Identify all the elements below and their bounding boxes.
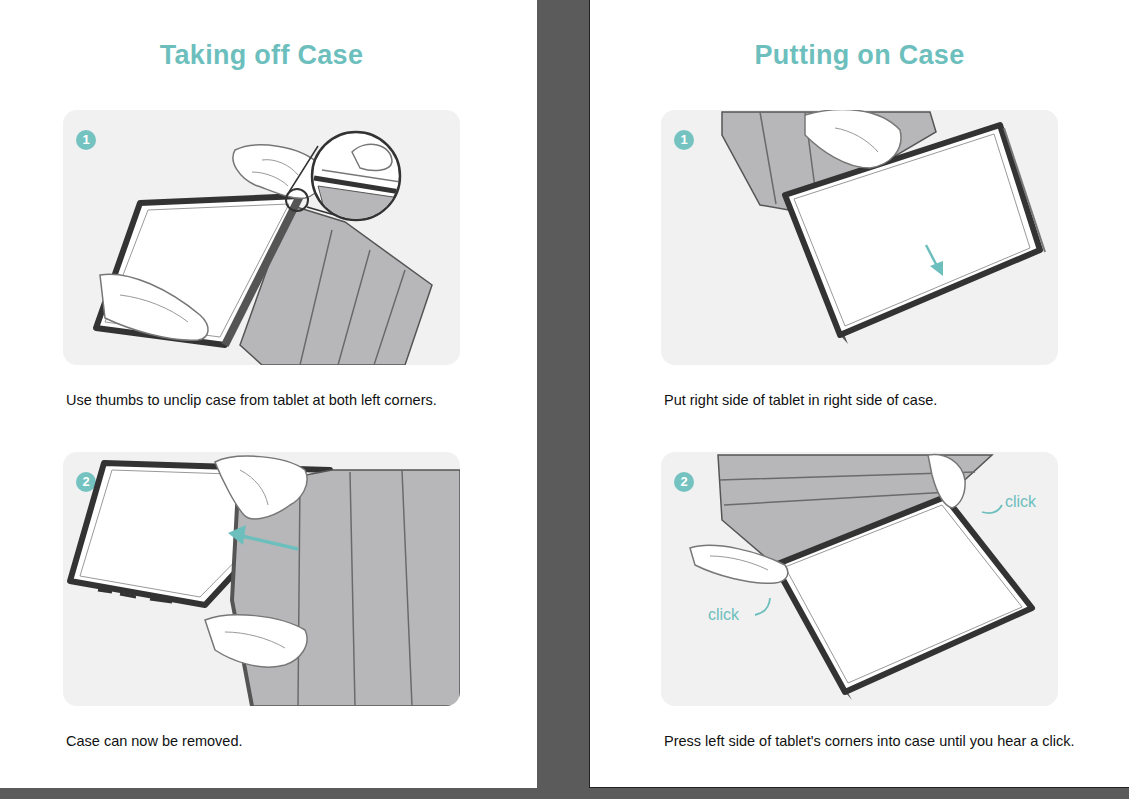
tablet-frame xyxy=(775,497,1032,692)
direction-arrow xyxy=(242,536,298,549)
leader-line xyxy=(289,146,352,220)
manual-page: Taking off CaseUse thumbs to unclip case… xyxy=(0,0,537,788)
tablet-port xyxy=(98,590,172,602)
step-panel: Press left side of tablet's corners into… xyxy=(661,452,1058,706)
case-flap xyxy=(722,112,936,212)
step-panel: Use thumbs to unclip case from tablet at… xyxy=(63,110,460,365)
tablet-screen xyxy=(785,505,1022,683)
arrow-head xyxy=(930,261,943,276)
case-fold xyxy=(720,472,975,505)
finger-line xyxy=(835,128,878,152)
step-number-badge: 2 xyxy=(674,472,694,492)
click-mark xyxy=(755,598,770,615)
tablet-side xyxy=(775,565,852,700)
finger-line xyxy=(710,556,768,570)
tablet-screen xyxy=(80,470,318,597)
remove-illustration xyxy=(70,456,460,706)
direction-arrow xyxy=(926,245,937,266)
magnified-detail xyxy=(314,144,400,230)
hand xyxy=(100,274,208,340)
step-caption: Press left side of tablet's corners into… xyxy=(664,732,1075,750)
tablet-frame xyxy=(785,125,1040,335)
step-number: 1 xyxy=(674,130,694,150)
step-number-badge: 1 xyxy=(674,130,694,150)
step-number: 1 xyxy=(76,130,96,150)
case-flap xyxy=(718,455,992,568)
hand xyxy=(205,615,307,667)
case-spine xyxy=(232,488,252,706)
tablet-side xyxy=(785,195,848,344)
step-number-badge: 1 xyxy=(76,130,96,150)
tablet-screen xyxy=(105,204,289,337)
page-title: Taking off Case xyxy=(63,38,460,72)
tablet-edge xyxy=(1004,128,1045,252)
case-flap xyxy=(240,205,432,365)
hand xyxy=(928,454,965,508)
arrow-head xyxy=(228,525,246,545)
step-number-badge: 2 xyxy=(76,472,96,492)
step-number: 2 xyxy=(76,472,96,492)
detail-marker xyxy=(286,189,308,211)
case-fold xyxy=(298,470,412,706)
step-panel: Case can now be removed.2 xyxy=(63,452,460,706)
case-fold xyxy=(300,230,405,365)
press-illustration xyxy=(690,454,1032,700)
tablet-frame xyxy=(70,463,330,605)
hand xyxy=(805,110,901,168)
thumb xyxy=(352,144,392,170)
finger-line xyxy=(252,160,298,186)
case-fold xyxy=(760,112,856,204)
hand xyxy=(233,145,324,198)
finger-line xyxy=(120,295,188,322)
case-detail xyxy=(318,186,400,230)
step-caption: Put right side of tablet in right side o… xyxy=(664,391,937,409)
step-caption: Use thumbs to unclip case from tablet at… xyxy=(66,391,437,409)
tablet-frame xyxy=(96,196,300,345)
tablet-edge-detail xyxy=(314,178,400,192)
click-mark xyxy=(982,505,1002,513)
step-caption: Case can now be removed. xyxy=(66,732,243,750)
manual-page: Putting on CasePut right side of tablet … xyxy=(589,0,1129,788)
magnifier-circle xyxy=(312,132,400,220)
page-title: Putting on Case xyxy=(661,38,1058,72)
finger-line xyxy=(240,470,268,505)
step-panel: Put right side of tablet in right side o… xyxy=(661,110,1058,365)
unclip-illustration xyxy=(96,132,432,365)
tablet-screen xyxy=(794,134,1030,326)
hand xyxy=(215,456,307,519)
case-spine xyxy=(225,196,300,345)
insert-illustration xyxy=(722,110,1045,344)
tablet-edge-detail xyxy=(322,170,400,182)
hand xyxy=(690,545,788,583)
case-flap xyxy=(232,470,460,706)
finger-line xyxy=(225,632,285,648)
step-number: 2 xyxy=(674,472,694,492)
